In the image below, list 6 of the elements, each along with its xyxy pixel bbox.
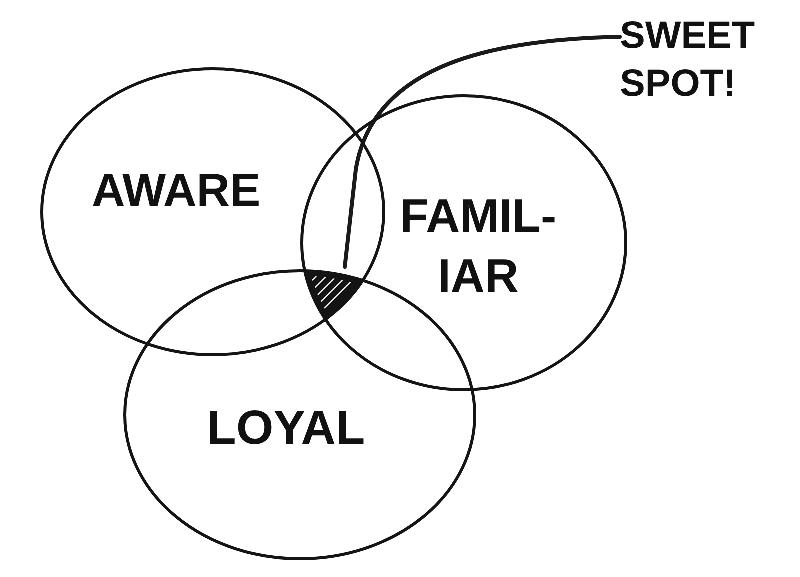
callout-text: SWEET SPOT! [620, 12, 756, 108]
leader-line [343, 35, 622, 269]
venn-circle [40, 67, 386, 357]
circle-label: FAMIL- IAR [400, 188, 557, 304]
circle-label: LOYAL [207, 405, 366, 453]
circle-label: AWARE [92, 167, 261, 213]
